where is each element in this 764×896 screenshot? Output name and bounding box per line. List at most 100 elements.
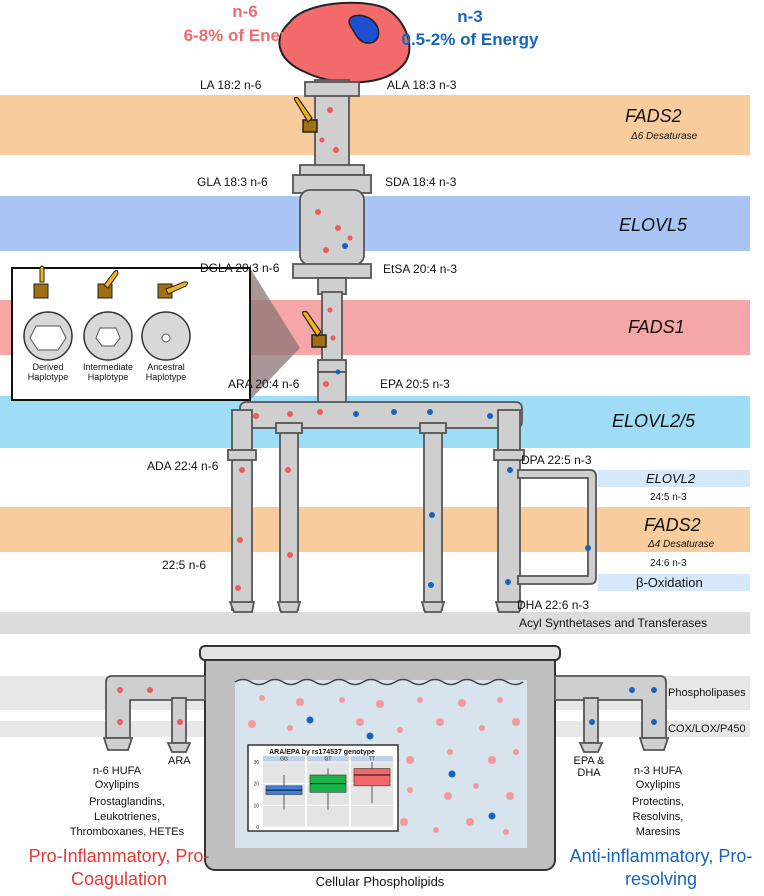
boxplot-category-TT: TT <box>369 757 375 763</box>
output-epa-dha: EPA & DHA <box>573 755 605 779</box>
nozzle-3 <box>420 601 446 613</box>
label-dha: DHA 22:6 n-3 <box>517 598 590 612</box>
haplotype-intermediate <box>83 269 133 361</box>
right-small-nozzle <box>578 742 604 753</box>
tank-rim <box>199 645 561 661</box>
fads2b-band <box>0 507 750 552</box>
enzyme-elovl25: ELOVL2/5 <box>612 411 696 431</box>
boxplot-ytick-30: 30 <box>253 760 259 766</box>
label-dpa: DPA 22:5 n-3 <box>521 453 592 467</box>
phospholipases-label: Phospholipases <box>668 687 746 699</box>
label-la: LA 18:2 n-6 <box>200 78 262 92</box>
n6-oxylipin-list: Prostaglandins, Leukotrienes, Thromboxan… <box>69 796 185 838</box>
label-epa: EPA 20:5 n-3 <box>380 377 450 391</box>
pipe-chamber <box>299 189 365 266</box>
label-24-6-n3: 24:6 n-3 <box>650 558 687 569</box>
anti-inflammatory-label: Anti-inflammatory, Pro-resolving <box>569 846 753 889</box>
beta-oxidation-label: β-Oxidation <box>636 575 703 590</box>
elovl5-band <box>0 196 750 251</box>
left-small-nozzle <box>166 742 192 753</box>
haplotype-intermediate-label: Intermediate Haplotype <box>82 362 134 382</box>
label-dgla: DGLA 20:3 n-6 <box>200 261 280 275</box>
acyl-band <box>0 612 750 634</box>
pipe-collar-2 <box>299 164 365 176</box>
nozzle-2 <box>276 601 302 613</box>
elovl2-band <box>598 470 750 487</box>
boxplot-category-GT: GT <box>325 757 332 763</box>
pipe-collar-6 <box>317 359 347 373</box>
left-outlet-pipe <box>105 675 206 739</box>
n6-hufa-label: n-6 HUFA <box>92 765 142 777</box>
boxplot-ytick-10: 10 <box>253 803 259 809</box>
dietary-fat-blob <box>278 1 411 84</box>
nozzle-1 <box>228 601 256 613</box>
tank-wave <box>234 678 524 686</box>
boxplot-ytick-0: 0 <box>256 825 259 831</box>
cox-label: COX/LOX/P450 <box>668 723 746 735</box>
elongation-loop <box>517 469 597 585</box>
tank-n3-dots <box>306 716 496 820</box>
label-gla: GLA 18:3 n-6 <box>197 175 268 189</box>
haplotype-ancestral <box>141 281 191 361</box>
zoom-wedge <box>250 268 300 400</box>
n3-energy: 0.5-2% of Energy <box>401 30 539 49</box>
n6-title: n-6 <box>232 2 258 21</box>
pipe-collar-4 <box>292 263 372 279</box>
output-ara: ARA <box>168 755 191 767</box>
n6-oxylipins-label: Oxylipins <box>94 779 140 791</box>
boxplot-box-TT <box>353 768 391 787</box>
collar-l1 <box>227 449 257 461</box>
boxplot-header-TT <box>351 756 393 762</box>
nozzle-4 <box>494 601 524 613</box>
collar-r1 <box>419 422 447 434</box>
boxplot-title: ARA/EPA by rs174537 genotype <box>269 749 375 756</box>
n3-title: n-3 <box>457 7 483 26</box>
branch-left-1 <box>231 409 253 611</box>
tank-n6-dots <box>248 695 520 835</box>
label-24-5-n3: 24:5 n-3 <box>650 492 687 503</box>
enzyme-fads2b-sub: Δ4 Desaturase <box>648 539 715 550</box>
label-22-5-n6: 22:5 n-6 <box>162 558 207 572</box>
enzyme-fads2b: FADS2 <box>644 515 701 535</box>
n3-oxylipin-list: Protectins, Resolvins, Maresins <box>632 796 684 838</box>
enzyme-elovl5: ELOVL5 <box>619 215 688 235</box>
haplotype-ancestral-label: Ancestral Haplotype <box>145 362 187 382</box>
haplotype-derived <box>23 265 73 361</box>
boxplot-header-GG <box>263 756 305 762</box>
collar-r2 <box>493 449 525 461</box>
boxplot-header-GT <box>307 756 349 762</box>
label-ada: ADA 22:4 n-6 <box>147 459 219 473</box>
left-nozzle <box>102 737 134 751</box>
enzyme-fads1: FADS1 <box>628 317 685 337</box>
fads2-valve <box>293 96 318 133</box>
pipe-mid <box>321 291 343 363</box>
beta-ox-band <box>598 574 750 591</box>
enzyme-fads2: FADS2 <box>625 106 682 126</box>
right-outlet-pipe <box>554 675 667 739</box>
n3-dots <box>335 243 657 725</box>
collar-l2 <box>275 422 303 434</box>
n6-energy: 6-8% of Energy <box>183 26 307 45</box>
acyl-label: Acyl Synthetases and Transferases <box>519 616 708 630</box>
label-ala: ALA 18:3 n-3 <box>387 78 457 92</box>
pipe-collar-1 <box>304 81 360 97</box>
boxplot-category-GG: GG <box>280 757 288 763</box>
label-ara: ARA 20:4 n-6 <box>228 377 300 391</box>
enzyme-fads2-sub: Δ6 Desaturase <box>631 131 698 142</box>
right-nozzle <box>638 737 670 751</box>
label-sda: SDA 18:4 n-3 <box>385 175 457 189</box>
boxplot-ytick-20: 20 <box>253 782 259 788</box>
label-etsa: EtSA 20:4 n-3 <box>383 262 458 276</box>
fads1-valve <box>301 310 327 348</box>
n3-hufa-label: n-3 HUFA <box>633 765 683 777</box>
haplotype-derived-label: Derived Haplotype <box>27 362 69 382</box>
pro-inflammatory-label: Pro-Inflammatory, Pro-Coagulation <box>28 846 210 889</box>
enzyme-elovl2: ELOVL2 <box>646 471 696 486</box>
n6-dots <box>117 107 353 725</box>
fads2-band <box>0 95 750 155</box>
n3-oxylipins-label: Oxylipins <box>635 779 681 791</box>
tank-label: Cellular Phospholipids <box>315 874 445 889</box>
n3-fat-spot <box>348 14 380 44</box>
